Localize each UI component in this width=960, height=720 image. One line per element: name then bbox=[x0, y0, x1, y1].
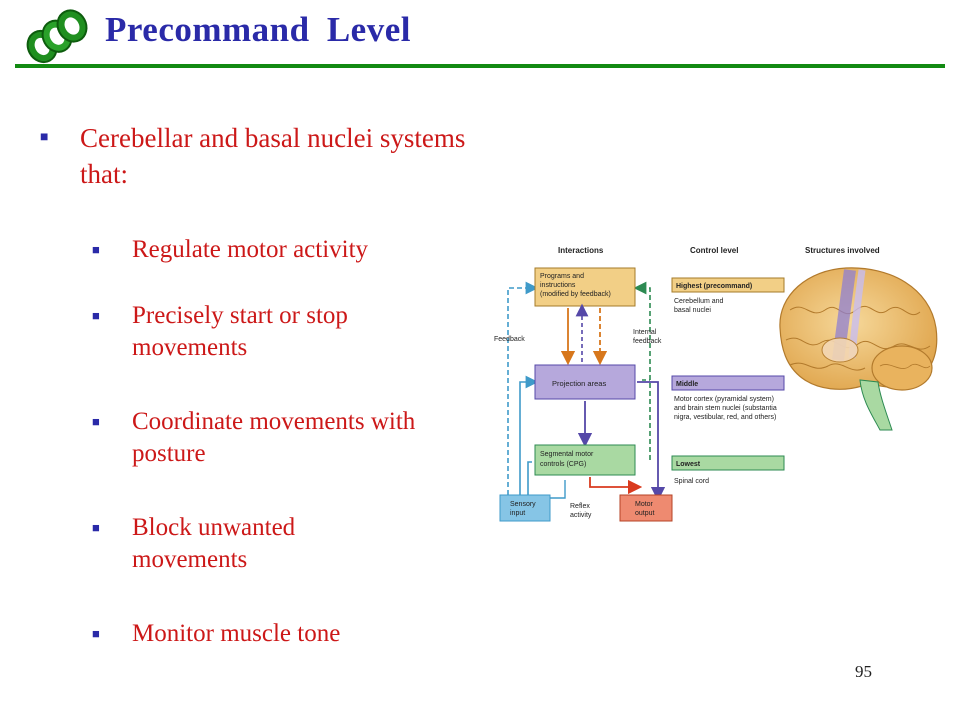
level-middle-desc: nigra, vestibular, red, and others) bbox=[674, 414, 776, 421]
reflex-line bbox=[550, 480, 566, 499]
internal-label: Internal bbox=[633, 329, 657, 336]
sensory-label: input bbox=[510, 510, 525, 517]
level-middle-bar bbox=[671, 375, 785, 391]
sensory-label: Sensory bbox=[510, 501, 536, 508]
bullet-square-icon: ■ bbox=[92, 414, 100, 429]
level-middle-desc: Motor cortex (pyramidal system) bbox=[674, 396, 774, 403]
brain-illustration bbox=[779, 267, 938, 431]
level-lowest-desc: Spinal cord bbox=[674, 478, 709, 485]
page-number: 95 bbox=[855, 662, 872, 681]
sub-bullet: ■ Precisely start or stop movements bbox=[92, 300, 472, 364]
segmental-box bbox=[534, 444, 636, 476]
level-highest-label: Highest (precommand) bbox=[676, 283, 752, 290]
bullet-square-icon: ■ bbox=[92, 308, 100, 323]
motor-output-box bbox=[619, 494, 673, 522]
reflex-label: Reflex bbox=[570, 503, 590, 510]
projection-box bbox=[534, 364, 636, 400]
ecc-logo bbox=[26, 9, 88, 64]
bullet-square-icon: ■ bbox=[92, 242, 100, 257]
programs-box bbox=[534, 267, 636, 307]
main-bullet-text: Cerebellar and basal nuclei systems that… bbox=[80, 123, 466, 189]
title-divider bbox=[15, 64, 945, 68]
feedback-label: Feedback bbox=[494, 336, 525, 343]
programs-label: (modified by feedback) bbox=[540, 291, 611, 298]
bullet-list: ■ Cerebellar and basal nuclei systems th… bbox=[40, 120, 480, 192]
level-highest-desc: basal nuclei bbox=[674, 307, 711, 314]
bullet-square-icon: ■ bbox=[92, 520, 100, 535]
sub-bullet: ■ Block unwanted movements bbox=[92, 512, 472, 576]
sub-bullet: ■ Coordinate movements with posture bbox=[92, 406, 472, 470]
sensory-input-box bbox=[499, 494, 551, 522]
segmental-to-motor-arrow bbox=[589, 477, 643, 495]
slide-title: Precommand Level bbox=[105, 10, 411, 49]
main-bullet: ■ Cerebellar and basal nuclei systems th… bbox=[40, 120, 480, 192]
bullet-square-icon: ■ bbox=[92, 626, 100, 641]
motor-label: output bbox=[635, 510, 655, 517]
sub-bullet-text: Regulate motor activity bbox=[132, 236, 369, 263]
motor-control-diagram: Interactions Control level Structures in… bbox=[494, 246, 938, 522]
level-middle-label: Middle bbox=[676, 381, 698, 388]
level-lowest-bar bbox=[671, 455, 785, 471]
sub-bullet-text: Block unwanted movements bbox=[132, 514, 296, 573]
sub-bullet-text: Precisely start or stop movements bbox=[132, 302, 348, 361]
sub-bullet: ■ Monitor muscle tone bbox=[92, 618, 472, 650]
sub-bullet-text: Coordinate movements with posture bbox=[132, 408, 416, 467]
level-highest-bar bbox=[671, 277, 785, 293]
reflex-label: activity bbox=[570, 512, 592, 519]
motor-label: Motor bbox=[635, 501, 654, 508]
sub-bullet-text: Monitor muscle tone bbox=[132, 620, 341, 647]
level-highest-desc: Cerebellum and bbox=[674, 298, 724, 305]
sensory-to-segmental-line bbox=[527, 461, 532, 495]
level-middle-desc: and brain stem nuclei (substantia bbox=[674, 405, 777, 412]
programs-label: Programs and bbox=[540, 273, 584, 280]
header-structures: Structures involved bbox=[805, 246, 880, 255]
sub-bullet: ■ Regulate motor activity bbox=[92, 234, 472, 266]
segmental-label: controls (CPG) bbox=[540, 461, 586, 468]
bullet-square-icon: ■ bbox=[40, 130, 49, 145]
feedback-arrow bbox=[507, 281, 539, 495]
programs-label: instructions bbox=[540, 282, 576, 289]
internal-label: feedback bbox=[633, 338, 662, 345]
projection-to-motor-arrow bbox=[637, 381, 666, 502]
internal-feedback-arrow bbox=[633, 281, 651, 460]
level-lowest-label: Lowest bbox=[676, 461, 701, 468]
sensory-to-projection-arrow bbox=[519, 375, 539, 495]
header-control-level: Control level bbox=[690, 246, 738, 255]
header-interactions: Interactions bbox=[558, 246, 604, 255]
projection-label: Projection areas bbox=[552, 379, 606, 388]
segmental-label: Segmental motor bbox=[540, 451, 594, 458]
